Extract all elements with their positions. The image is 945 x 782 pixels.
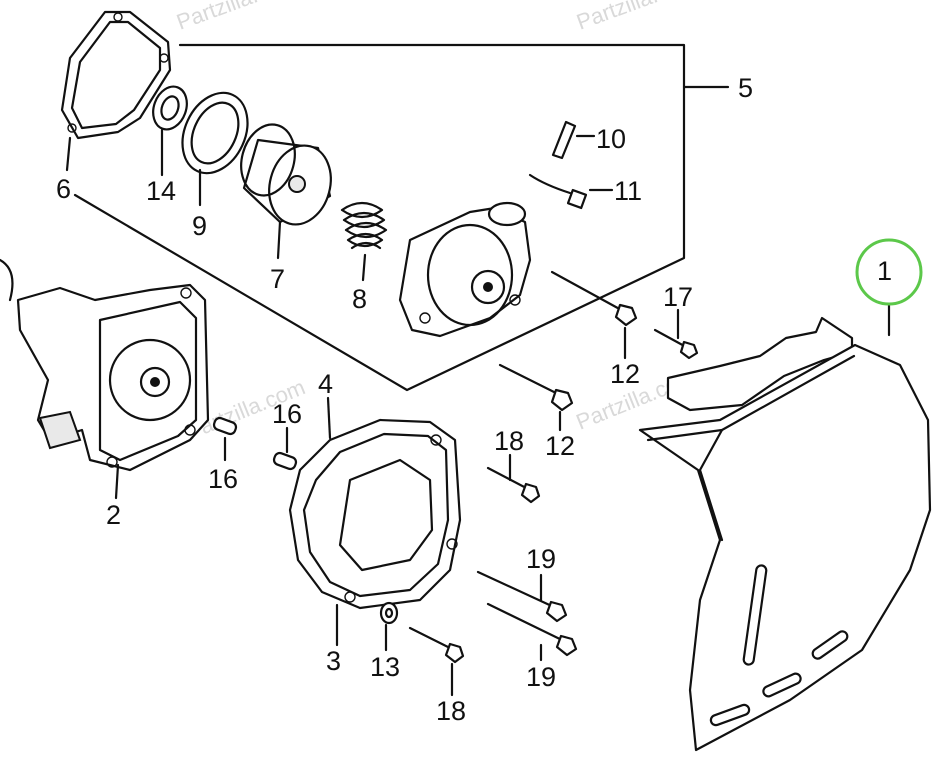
callout-2: 2 (106, 500, 121, 530)
bolt-part-19-lower (486, 602, 578, 662)
cover-part-4 (288, 396, 462, 647)
dowel-part-16-right (272, 426, 298, 471)
callout-19: 19 (526, 544, 556, 574)
bearing-part-14 (152, 85, 188, 177)
dowel-part-16-left (212, 416, 238, 462)
watermark: Partzilla.com (173, 0, 300, 35)
callout-16: 16 (208, 464, 238, 494)
sensor-part-10 (551, 120, 596, 160)
callout-18: 18 (494, 426, 524, 456)
watermark: Partzilla.com (573, 0, 700, 35)
gasket-part-6 (60, 10, 172, 172)
callout-18: 18 (436, 696, 466, 726)
seal-part-9 (181, 91, 249, 207)
callout-8: 8 (352, 284, 367, 314)
bolt-part-18-lower (408, 626, 465, 697)
callout-5: 5 (738, 73, 753, 103)
bolt-part-18-upper (486, 453, 541, 504)
washer-part-13 (379, 601, 399, 652)
callout-9: 9 (192, 211, 207, 241)
callout-3: 3 (326, 646, 341, 676)
callout-10: 10 (596, 124, 626, 154)
callout-12: 12 (610, 359, 640, 389)
callout-11: 11 (614, 176, 642, 206)
guard-part-1[interactable] (638, 303, 932, 752)
bolt-part-17 (653, 308, 699, 360)
callout-14: 14 (146, 176, 176, 206)
spring-part-8 (340, 201, 388, 282)
callouts: 5 6 14 9 7 8 10 11 17 12 12 18 4 16 16 2… (56, 73, 892, 726)
callout-13: 13 (370, 652, 400, 682)
callout-6: 6 (56, 174, 71, 204)
wire-part-11 (528, 173, 614, 210)
pump-body-part-2 (0, 258, 210, 500)
bolt-part-12-lower (498, 363, 574, 432)
callout-17: 17 (663, 282, 693, 312)
bolt-part-12-upper (550, 270, 638, 360)
callout-7: 7 (270, 264, 285, 294)
callout-19: 19 (526, 662, 556, 692)
callout-1: 1 (877, 256, 892, 286)
callout-16: 16 (272, 399, 302, 429)
bolt-part-19-upper (476, 570, 568, 623)
assembly-5-bracket (73, 43, 686, 392)
pump-housing (398, 201, 532, 338)
callout-12: 12 (545, 431, 575, 461)
callout-4: 4 (318, 369, 333, 399)
highlight-circle[interactable] (855, 238, 923, 306)
drum-part-7 (240, 123, 332, 260)
